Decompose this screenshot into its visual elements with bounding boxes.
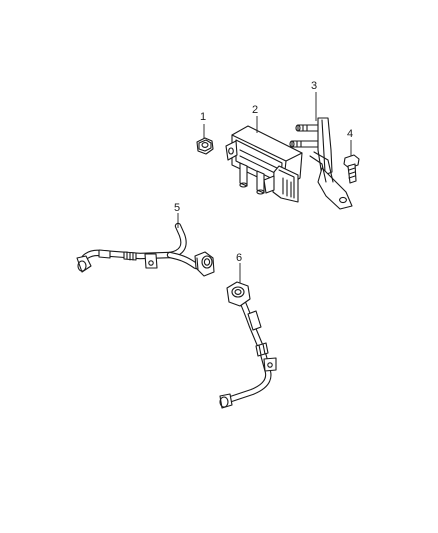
part-1-nut [196,137,214,155]
part-6-hose [219,281,277,409]
callout-4: 4 [347,128,353,140]
part-5-hose [76,222,215,277]
part-2-sensor [225,125,303,203]
callout-3: 3 [311,80,317,92]
callout-5: 5 [174,202,180,214]
part-4-bolt [343,154,360,184]
part-3-bracket [289,117,353,210]
callout-2: 2 [252,104,258,116]
callout-6: 6 [236,252,242,264]
callout-1: 1 [200,111,206,123]
